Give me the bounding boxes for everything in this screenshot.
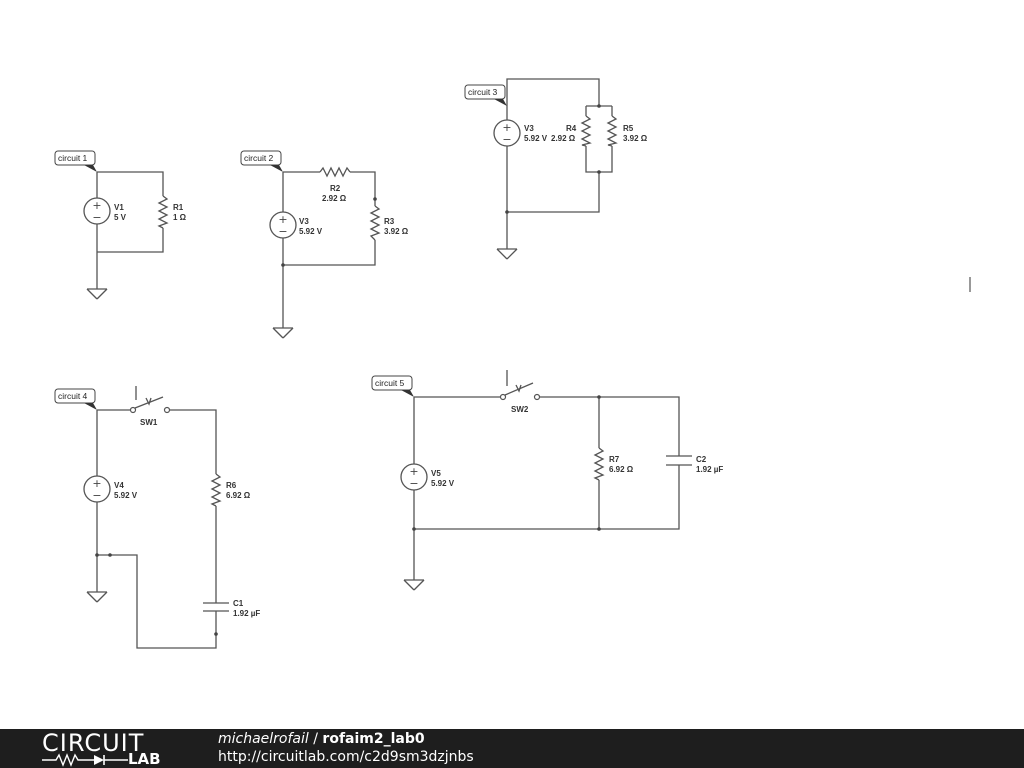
r6-value: 6.92 Ω <box>226 491 251 500</box>
r6-name: R6 <box>226 481 237 490</box>
v4-value: 5.92 V <box>114 491 138 500</box>
resistor-r7[interactable] <box>593 447 605 481</box>
project-title: michaelrofail / rofaim2_lab0 <box>218 731 425 747</box>
circuitlab-logo[interactable]: CIRCUIT LAB <box>42 731 177 767</box>
r2-value: 2.92 Ω <box>322 194 347 203</box>
c2-value: 1.92 µF <box>696 465 723 474</box>
sw2-name: SW2 <box>511 405 529 414</box>
r7-name: R7 <box>609 455 620 464</box>
r3-name: R3 <box>384 217 395 226</box>
circuit-1: circuit 1 + − V1 5 V R1 1 Ω <box>54 150 187 300</box>
v1-name: V1 <box>114 203 124 212</box>
minus-sign: − <box>278 225 287 238</box>
circuit-5: circuit 5 SW2 + − V5 5.92 V R7 <box>371 370 723 591</box>
minus-sign: − <box>502 133 511 146</box>
r5-value: 3.92 Ω <box>623 134 648 143</box>
c1-name: C1 <box>233 599 244 608</box>
r7-value: 6.92 Ω <box>609 465 634 474</box>
circuit-2-tag-label: circuit 2 <box>244 153 274 163</box>
circuit-3: circuit 3 + − V3 5.92 V R4 2.92 Ω R5 3.9… <box>464 78 648 260</box>
v5-name: V5 <box>431 469 441 478</box>
voltage-source-v3-circuit2[interactable]: + − <box>269 211 297 239</box>
ground-1[interactable] <box>86 288 108 300</box>
circuit-4-tag-label: circuit 4 <box>58 391 88 401</box>
r3-value: 3.92 Ω <box>384 227 409 236</box>
resistor-r2[interactable] <box>319 166 351 178</box>
schematic-canvas[interactable]: circuit 1 + − V1 5 V R1 1 Ω circuit 2 <box>0 0 1024 729</box>
ground-4[interactable] <box>86 591 108 603</box>
circuit-2-tag[interactable]: circuit 2 <box>240 150 283 172</box>
switch-sw1[interactable] <box>129 386 171 414</box>
logo-wave-icon <box>42 753 128 767</box>
title-separator: / <box>308 731 323 747</box>
minus-sign: − <box>92 489 101 502</box>
circuit-5-tag-label: circuit 5 <box>375 378 405 388</box>
r1-name: R1 <box>173 203 184 212</box>
resistor-r5[interactable] <box>606 115 618 147</box>
r2-name: R2 <box>330 184 341 193</box>
capacitor-c1[interactable] <box>203 602 229 612</box>
owner-link[interactable]: michaelrofail <box>218 731 309 747</box>
v1-value: 5 V <box>114 213 127 222</box>
r5-name: R5 <box>623 124 634 133</box>
circuit-1-tag[interactable]: circuit 1 <box>54 150 97 172</box>
v3-c3-value: 5.92 V <box>524 134 548 143</box>
capacitor-c2[interactable] <box>666 455 692 466</box>
voltage-source-v4[interactable]: + − <box>83 475 111 503</box>
logo-text-bottom: LAB <box>128 750 161 768</box>
plus-sign: + <box>278 213 287 226</box>
circuit-2: circuit 2 R2 2.92 Ω + − V3 5.92 V R3 3.9… <box>240 150 409 339</box>
v5-value: 5.92 V <box>431 479 455 488</box>
resistor-r6[interactable] <box>210 473 222 507</box>
voltage-source-v3-circuit3[interactable]: + − <box>493 119 521 147</box>
ground-2[interactable] <box>272 327 294 339</box>
v3-c2-value: 5.92 V <box>299 227 323 236</box>
voltage-source-v1[interactable]: + − <box>83 197 111 225</box>
resistor-r3[interactable] <box>369 205 381 241</box>
circuit-4: circuit 4 SW1 + − V4 5.92 V R6 <box>54 386 260 649</box>
logo-text-top: CIRCUIT <box>42 729 145 757</box>
v4-name: V4 <box>114 481 124 490</box>
circuit-3-tag-label: circuit 3 <box>468 87 498 97</box>
circuit-5-tag[interactable]: circuit 5 <box>371 375 414 397</box>
r4-name: R4 <box>566 124 577 133</box>
circuit-1-tag-label: circuit 1 <box>58 153 88 163</box>
r1-value: 1 Ω <box>173 213 187 222</box>
footer-bar: CIRCUIT LAB michaelrofail / rofaim2_lab0… <box>0 729 1024 768</box>
switch-sw2[interactable] <box>499 370 541 401</box>
plus-sign: + <box>409 465 418 478</box>
plus-sign: + <box>502 121 511 134</box>
minus-sign: − <box>92 211 101 224</box>
v3-c3-name: V3 <box>524 124 534 133</box>
ground-3[interactable] <box>496 248 518 260</box>
circuit-3-tag[interactable]: circuit 3 <box>464 84 507 106</box>
voltage-source-v5[interactable]: + − <box>400 463 428 491</box>
plus-sign: + <box>92 477 101 490</box>
minus-sign: − <box>409 477 418 490</box>
v3-c2-name: V3 <box>299 217 309 226</box>
ground-5[interactable] <box>403 579 425 591</box>
r4-value: 2.92 Ω <box>551 134 576 143</box>
c2-name: C2 <box>696 455 707 464</box>
sw1-name: SW1 <box>140 418 158 427</box>
resistor-r1[interactable] <box>157 195 169 229</box>
project-name-link[interactable]: rofaim2_lab0 <box>322 731 425 747</box>
project-url[interactable]: http://circuitlab.com/c2d9sm3dzjnbs <box>218 749 474 765</box>
c1-value: 1.92 µF <box>233 609 260 618</box>
circuit-4-tag[interactable]: circuit 4 <box>54 388 97 410</box>
plus-sign: + <box>92 199 101 212</box>
resistor-r4[interactable] <box>580 115 592 147</box>
